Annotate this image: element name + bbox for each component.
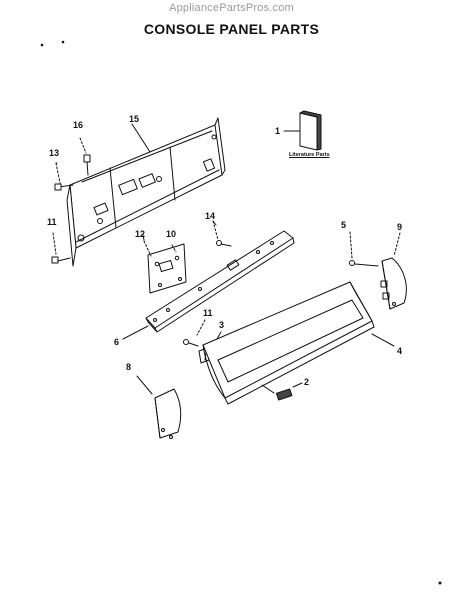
callout-12: 12 xyxy=(135,229,146,239)
screw-11-left xyxy=(51,232,71,264)
callout-14: 14 xyxy=(205,211,216,221)
callout-5: 5 xyxy=(341,220,347,230)
control-board xyxy=(143,240,187,294)
callout-4: 4 xyxy=(397,346,403,356)
screw-16 xyxy=(79,137,91,176)
screw-14 xyxy=(212,220,232,247)
screw-5 xyxy=(349,231,379,267)
end-cap-left xyxy=(136,375,182,439)
callout-8: 8 xyxy=(126,362,132,372)
callout-1: 1 xyxy=(275,126,281,136)
console-trim-strip xyxy=(145,230,295,333)
callout-9: 9 xyxy=(397,222,403,232)
literature-booklet xyxy=(283,110,322,151)
page-title: CONSOLE PANEL PARTS xyxy=(143,21,320,37)
literature-parts-label: Literature Parts xyxy=(289,152,330,158)
stray-dot xyxy=(61,40,65,44)
console-front-panel xyxy=(202,281,395,405)
callout-15: 15 xyxy=(129,114,140,124)
end-cap-right xyxy=(380,232,407,310)
callout-13: 13 xyxy=(49,148,60,158)
knob-insert-2 xyxy=(261,382,303,401)
callout-11-middle: 11 xyxy=(203,308,213,318)
callout-10: 10 xyxy=(166,229,177,239)
leader-lines xyxy=(55,162,217,340)
callout-6: 6 xyxy=(114,337,120,347)
console-backplate xyxy=(66,117,226,267)
corner-dot xyxy=(438,581,442,585)
screw-11-middle xyxy=(183,319,206,347)
callout-2: 2 xyxy=(304,377,310,387)
callout-3: 3 xyxy=(219,320,225,330)
callout-16: 16 xyxy=(73,120,84,130)
stray-dot xyxy=(40,43,44,47)
screw-13 xyxy=(54,162,74,191)
callout-11-left: 11 xyxy=(47,217,57,227)
watermark: AppliancePartsPros.com xyxy=(169,2,294,14)
